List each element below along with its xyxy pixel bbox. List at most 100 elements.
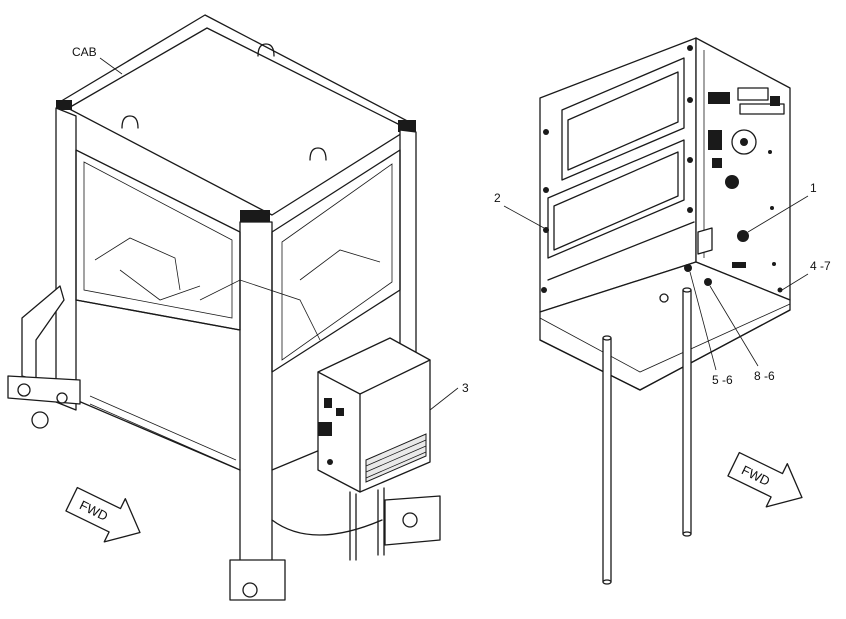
heater-detail-assembly: 2 1 4 -7 5 -6 8 -6 FWD [494,37,831,585]
cab-post-front [239,221,273,591]
heater-motor-hub [740,138,748,146]
heater-side-housing [695,37,791,301]
cab-leader-line [99,57,123,75]
cab-bottom-curve [271,519,383,536]
housing-label-plate [732,262,746,268]
heater-hose-left [602,337,612,583]
callout-5-6: 5 -6 [712,373,733,387]
cab-floor-rail [89,395,237,461]
panel-bolt [541,287,547,293]
cab-interior [94,237,181,291]
housing-rivet [772,262,776,266]
panel-bolt [543,187,549,193]
fastener-item-4 [777,287,783,293]
callout-2-leader [503,205,545,229]
callout-4-7: 4 -7 [810,259,831,273]
mount-hole [242,582,258,598]
callout-4-7-leader [781,273,809,291]
roof-hook [257,43,275,57]
roof-hook [121,115,139,129]
heater-pipe [737,87,769,101]
panel-bolt [543,227,549,233]
heater-assembly [317,337,431,561]
panel-bolt [687,97,693,103]
panel-bolt [543,129,549,135]
cab-assembly: CAB 3 FWD [7,14,469,601]
heater-grille [365,433,427,483]
mount-hole [402,512,418,528]
mount-hole [17,383,31,397]
panel-seam [547,221,695,281]
cab-interior [199,279,321,341]
hose-end [682,531,692,537]
callout-1-leader [747,195,809,233]
panel-bolt [687,45,693,51]
corner-cap [398,120,416,132]
mount-hole [56,392,68,404]
heater-fitting [324,398,332,408]
heater-fitting [336,408,344,416]
callout-1: 1 [810,181,817,195]
fwd-arrow-shape [65,486,141,543]
cab-lower-edge [75,299,241,331]
heater-fitting [327,459,333,465]
cab-front-window [271,149,401,373]
roof-hook [309,147,327,161]
panel-window-upper-inner [567,71,679,171]
heater-valve [318,422,332,436]
cab-floor-rail [89,403,237,469]
grille-slat [365,451,427,479]
callout-2: 2 [494,191,501,205]
heater-fitting [712,158,722,168]
corner-cap [56,100,72,110]
heater-valve [708,92,730,104]
fitting-item-8 [704,278,712,286]
cab-side-window-inner [83,161,233,319]
hose-end [602,335,612,341]
grille-slat [365,439,427,467]
mount-hole [31,411,49,429]
cab-interior [119,269,201,301]
callout-8-6: 8 -6 [754,369,775,383]
cab-roof [57,14,416,216]
fwd-arrow-right: FWD [727,451,803,508]
heater-hose-right [682,289,692,535]
housing-rivet [768,150,772,154]
cab-post-right [399,129,417,361]
cab-label: CAB [72,45,97,59]
corner-cap [240,210,270,224]
heater-fitting [708,130,722,150]
cab-roof-inner-edge [71,27,403,127]
callout-5-6-leader [689,271,717,371]
panel-window-lower [547,139,685,259]
cab-front-floor-edge [271,449,321,471]
hose-end [602,579,612,585]
panel-window-lower-inner [553,151,679,251]
housing-bracket [697,227,713,255]
fwd-arrow-shape [727,451,803,508]
tray-drain [659,293,669,303]
cab-post-left [55,107,77,411]
panel-window-upper [561,57,685,181]
cab-floor-edge [75,399,241,471]
heater-pipe [739,103,785,115]
heater-knob [725,175,739,189]
fitting-item-5 [684,264,692,272]
fwd-arrow-left: FWD [65,486,141,543]
cab-foot-front [229,559,286,601]
fastener-item-1 [737,230,749,242]
cab-front-window-inner [281,163,393,361]
cab-interior [299,249,381,281]
callout-8-6-leader [709,285,759,367]
panel-bolt [687,157,693,163]
hose-end [682,287,692,293]
callout-3: 3 [462,381,469,395]
grille-slat [365,445,427,473]
housing-rivet [770,206,774,210]
tray-inner-edge [539,303,791,373]
heater-fitting [770,96,780,106]
callout-3-leader [429,387,459,411]
panel-bolt [687,207,693,213]
